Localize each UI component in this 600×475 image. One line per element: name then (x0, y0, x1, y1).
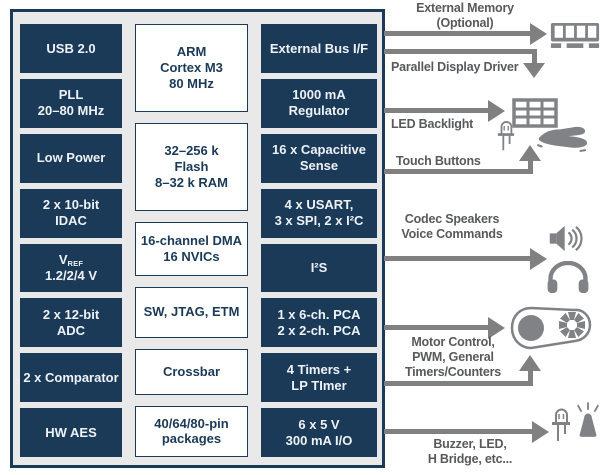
motor-feedback-arrow-vertical (528, 371, 533, 381)
headphones-icon (547, 261, 589, 294)
memory-module-icon (550, 20, 600, 50)
block-usb: USB 2.0 (20, 24, 122, 73)
block-arm-core: ARM Cortex M3 80 MHz (135, 24, 248, 112)
block-low-power: Low Power (20, 133, 122, 183)
buzzer-arrowhead (532, 421, 549, 443)
led-icon (497, 118, 515, 152)
block-comparator: 2 x Comparator (20, 353, 122, 403)
speaker-icon (549, 225, 586, 253)
touch-hand-icon (537, 123, 589, 153)
codec-arrow (384, 256, 530, 261)
column-core: ARM Cortex M3 80 MHz 32–256 k Flash 8–32… (135, 24, 248, 457)
led-backlight-arrowhead (488, 100, 505, 122)
external-memory-arrow (384, 31, 530, 36)
parallel-display-arrow (384, 49, 537, 54)
buzzer-label: Buzzer, LED, H Bridge, etc... (427, 437, 513, 466)
block-adc: 2 x 12-bit ADC (20, 298, 122, 348)
block-debug: SW, JTAG, ETM (135, 286, 248, 338)
block-capacitive-sense: 16 x Capacitive Sense (261, 133, 377, 183)
external-memory-arrowhead (530, 23, 547, 45)
external-memory-label: External Memory (Optional) (416, 1, 514, 30)
motor-feedback-arrow (384, 381, 533, 386)
motor-feedback-arrowhead (519, 355, 541, 371)
chip-outline-box: USB 2.0 PLL 20–80 MHz Low Power 2 x 10-b… (10, 9, 385, 468)
led-backlight-label: LED Backlight (391, 117, 474, 131)
led-backlight-arrow (384, 108, 488, 113)
block-hw-aes: HW AES (20, 408, 122, 457)
block-packages: 40/64/80-pin packages (135, 405, 248, 457)
block-i2s: I²S (261, 243, 377, 293)
column-digital-peripherals: External Bus I/F 1000 mA Regulator 16 x … (261, 24, 377, 457)
block-external-bus: External Bus I/F (261, 24, 377, 73)
touch-buttons-arrowhead (519, 145, 541, 161)
motor-arrow (384, 325, 488, 330)
motor-arrowhead (488, 317, 505, 339)
codec-arrowhead (530, 248, 547, 270)
parallel-display-arrowhead (523, 63, 545, 78)
block-timers: 4 Timers + LP TImer (261, 353, 377, 403)
block-dma-nvic: 16-channel DMA 16 NVICs (135, 221, 248, 276)
motor-icon (509, 305, 599, 351)
led-icon (551, 404, 571, 444)
block-pll: PLL 20–80 MHz (20, 78, 122, 128)
block-vref: VREF 1.2/2/4 V (20, 243, 122, 293)
block-crossbar: Crossbar (135, 348, 248, 395)
block-regulator: 1000 mA Regulator (261, 78, 377, 128)
motor-label: Motor Control, PWM, General Timers/Count… (404, 335, 502, 379)
touch-buttons-arrow (384, 169, 533, 174)
touch-buttons-label: Touch Buttons (396, 154, 481, 168)
codec-label: Codec Speakers Voice Commands (401, 212, 503, 241)
parallel-display-label: Parallel Display Driver (391, 60, 519, 74)
block-idac: 2 x 10-bit IDAC (20, 188, 122, 238)
buzzer-arrow (384, 429, 532, 434)
buzzer-icon (574, 398, 600, 444)
chip-columns: USB 2.0 PLL 20–80 MHz Low Power 2 x 10-b… (13, 12, 382, 465)
block-serial-interfaces: 4 x USART, 3 x SPI, 2 x I²C (261, 188, 377, 238)
parallel-display-arrow-vertical (532, 49, 537, 63)
block-pca: 1 x 6-ch. PCA 2 x 2-ch. PCA (261, 298, 377, 348)
column-analog-peripherals: USB 2.0 PLL 20–80 MHz Low Power 2 x 10-b… (20, 24, 122, 457)
touch-buttons-arrow-vertical (528, 161, 533, 169)
block-memory: 32–256 k Flash 8–32 k RAM (135, 122, 248, 211)
block-io: 6 x 5 V 300 mA I/O (261, 408, 377, 457)
vref-line1: VREF (58, 251, 84, 268)
vref-line2: 1.2/2/4 V (44, 268, 98, 284)
display-grid-icon (512, 98, 558, 128)
